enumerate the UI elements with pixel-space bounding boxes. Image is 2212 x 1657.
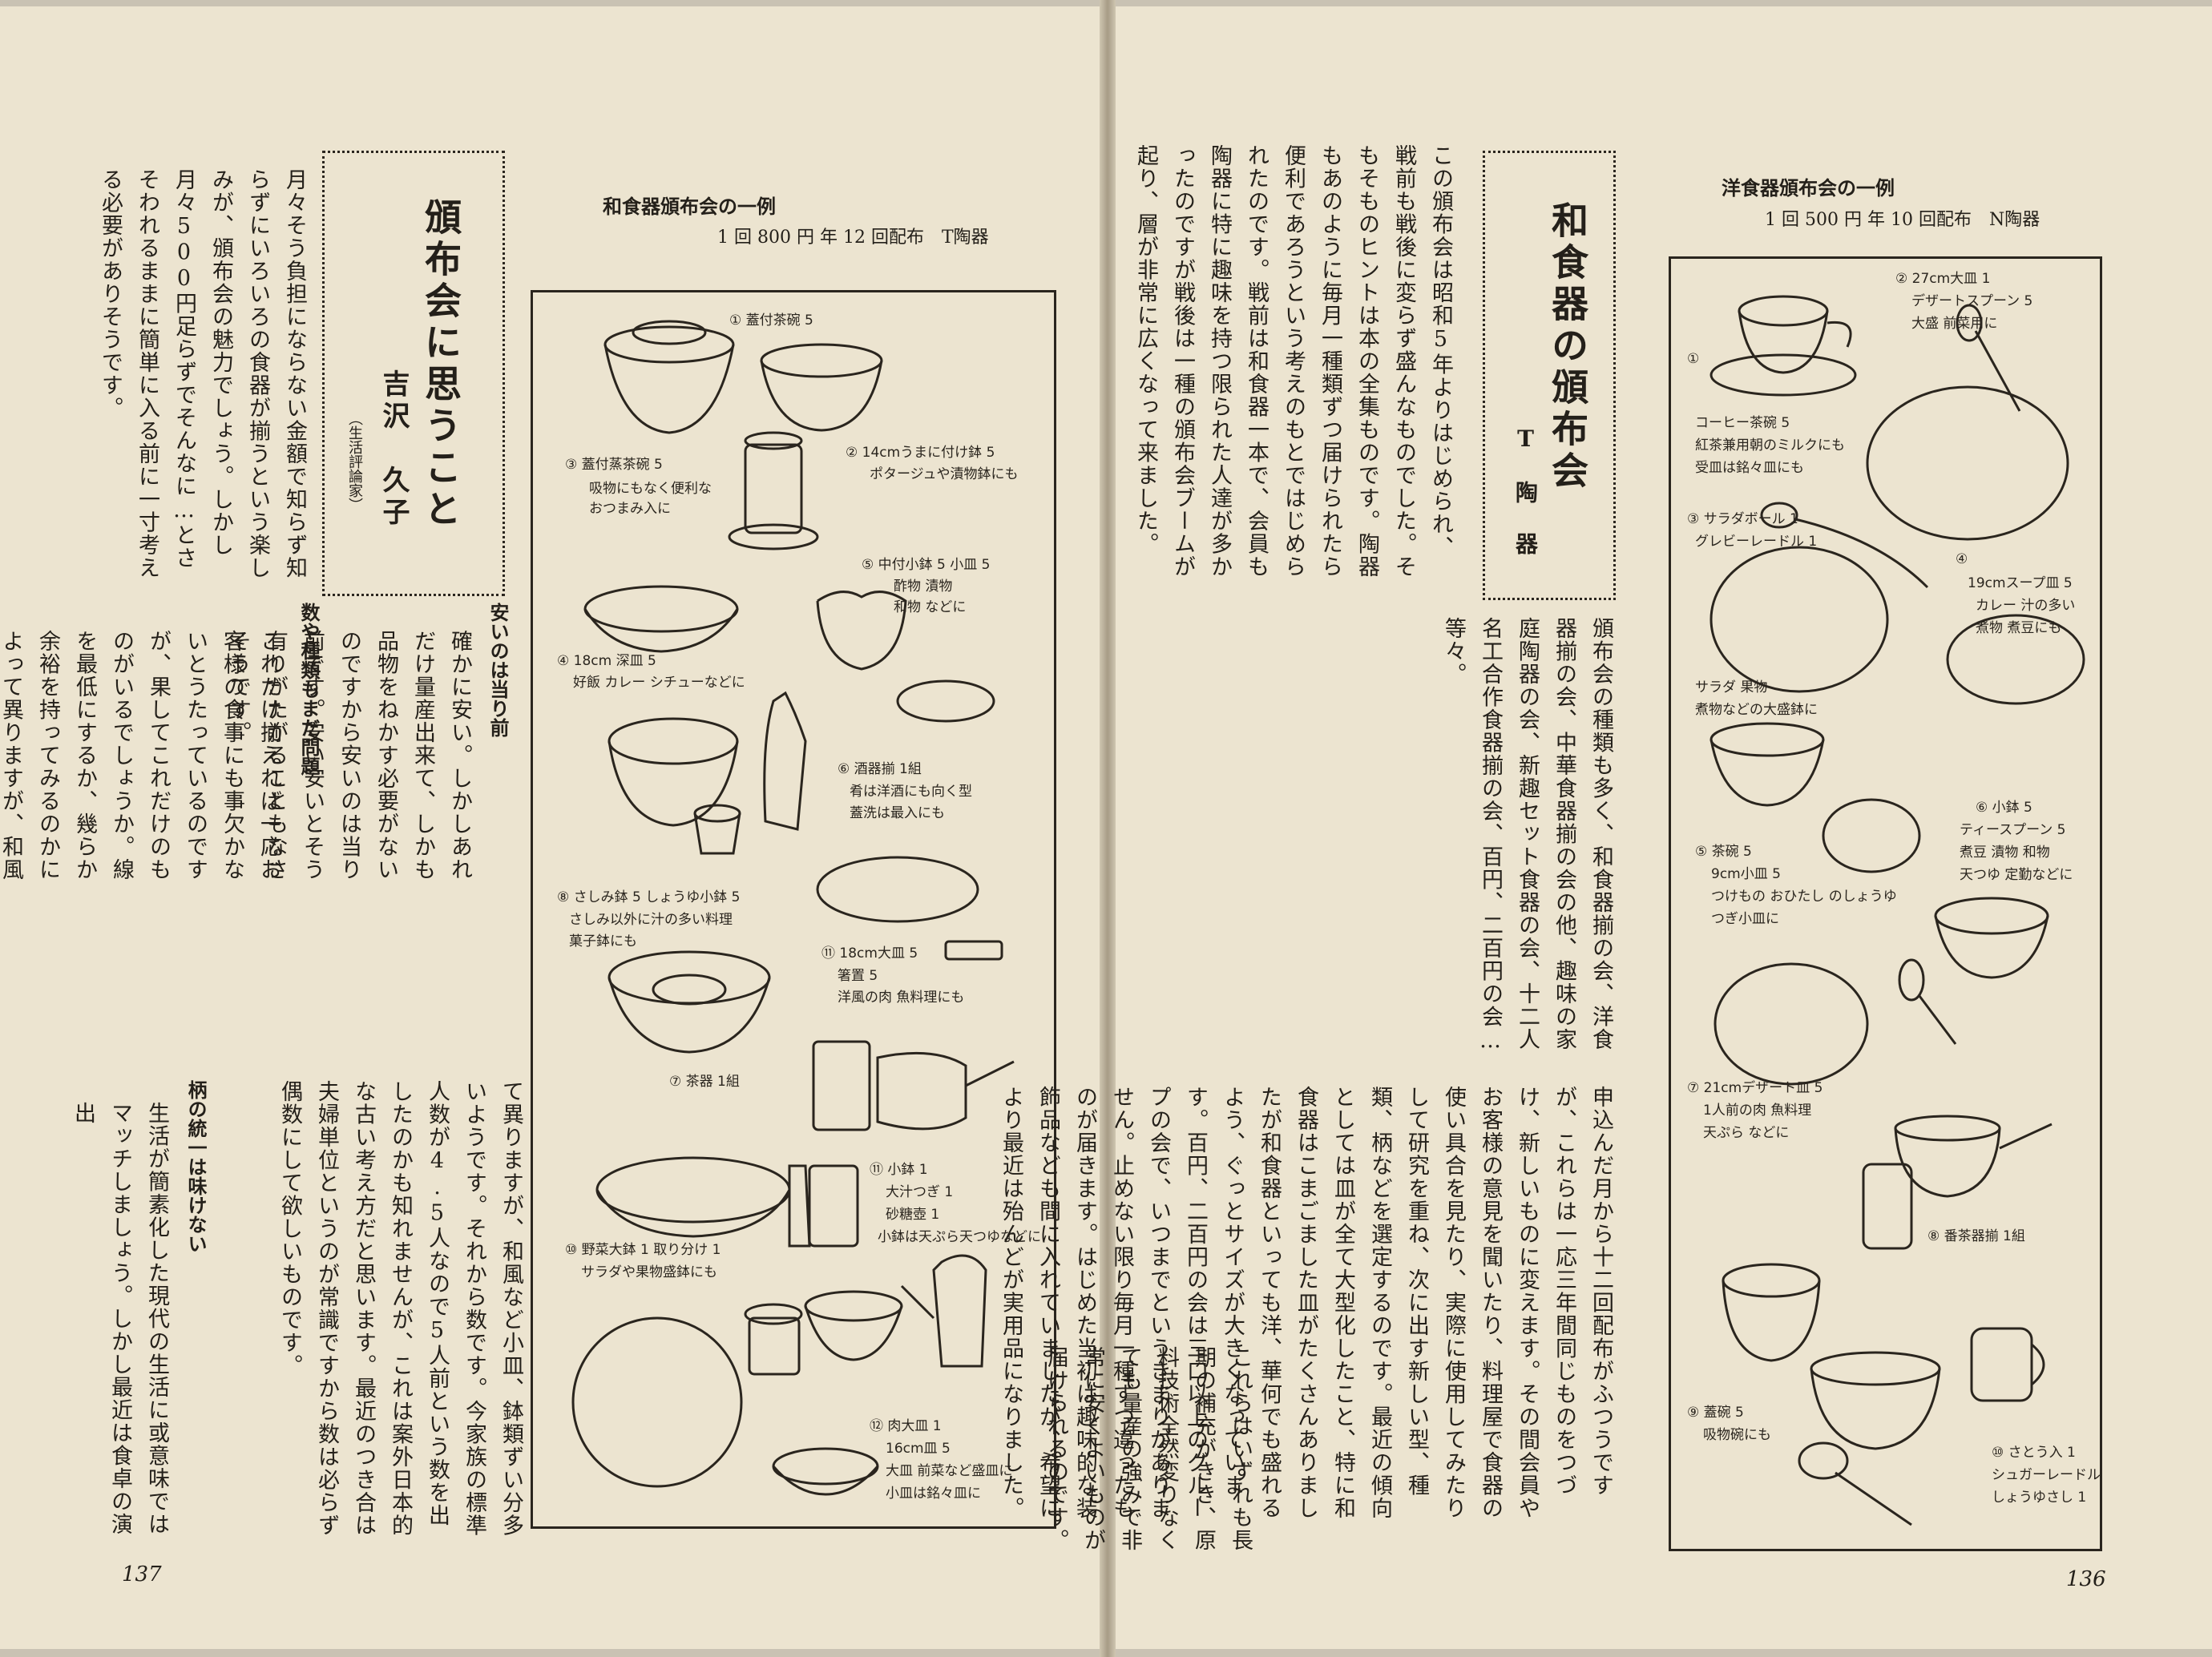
- wa-drawing-labels: ① 蓋付茶碗 5 ③ 蓋付蒸茶碗 5 吸物にもなく便利な おつまみ入に ② 14…: [557, 312, 1041, 1502]
- svg-text:つぎ小皿に: つぎ小皿に: [1711, 911, 1779, 927]
- svg-text:⑦ 茶器 1組: ⑦ 茶器 1組: [669, 1074, 740, 1090]
- svg-text:⑤ 中付小鉢 5 小皿 5: ⑤ 中付小鉢 5 小皿 5: [862, 557, 991, 573]
- svg-text:洋風の肉 魚料理にも: 洋風の肉 魚料理にも: [838, 990, 964, 1006]
- svg-text:1人前の肉 魚料理: 1人前の肉 魚料理: [1703, 1103, 1811, 1119]
- svg-text:大皿 前菜など盛皿に: 大皿 前菜など盛皿に: [886, 1463, 1012, 1479]
- svg-text:煮物 煮豆にも: 煮物 煮豆にも: [1976, 620, 2061, 636]
- left-page: [0, 6, 1103, 1649]
- svg-text:ティースプーン 5: ティースプーン 5: [1960, 822, 2066, 838]
- svg-text:④: ④: [1956, 551, 1968, 567]
- svg-text:さしみ以外に汁の多い料理: さしみ以外に汁の多い料理: [569, 912, 733, 928]
- right-article-p2: 頒布会の種類も多く、和食器揃の会、洋食器揃の会、中華食器揃の会の他、趣味の家庭陶…: [1441, 617, 1613, 1054]
- svg-text:ポタージュや漬物鉢にも: ポタージュや漬物鉢にも: [870, 466, 1018, 482]
- right-title-box: 和食器の頒布会 T 陶 器: [1483, 151, 1616, 600]
- left-sec3-heading: 柄の統一は味けない: [184, 1080, 207, 1253]
- left-article-author: 吉沢 久子: [377, 369, 410, 530]
- svg-text:16cm皿 5: 16cm皿 5: [886, 1441, 951, 1457]
- left-illustration-panel: ① 蓋付茶碗 5 ③ 蓋付蒸茶碗 5 吸物にもなく便利な おつまみ入に ② 14…: [531, 290, 1056, 1529]
- svg-text:⑤ 茶碗 5: ⑤ 茶碗 5: [1695, 844, 1752, 860]
- left-sec1-heading: 安いのは当り前: [486, 603, 509, 737]
- svg-text:② 14cmうまに付け鉢 5: ② 14cmうまに付け鉢 5: [846, 445, 995, 461]
- svg-text:肴は洋酒にも向く型: 肴は洋酒にも向く型: [850, 784, 972, 800]
- svg-text:③ サラダボール 1: ③ サラダボール 1: [1687, 511, 1798, 527]
- left-figure-caption: 和食器頒布会の一例: [603, 196, 776, 218]
- right-article-p1: この頒布会は昭和5年よりはじめられ、戦前も戦後に変らず盛んなものでした。そもそも…: [1133, 144, 1453, 579]
- svg-text:しょうゆさし 1: しょうゆさし 1: [1992, 1490, 2086, 1506]
- svg-text:酢物 漬物: 酢物 漬物: [894, 579, 952, 595]
- book-gutter: [1100, 0, 1116, 1657]
- svg-text:⑧ さしみ鉢 5 しょうゆ小鉢 5: ⑧ さしみ鉢 5 しょうゆ小鉢 5: [557, 889, 741, 905]
- svg-text:カレー 汁の多い: カレー 汁の多い: [1976, 598, 2075, 614]
- svg-text:19cmスープ皿 5: 19cmスープ皿 5: [1968, 575, 2073, 591]
- svg-text:⑪ 18cm大皿 5: ⑪ 18cm大皿 5: [821, 945, 918, 962]
- svg-text:⑩ さとう入 1: ⑩ さとう入 1: [1992, 1445, 2076, 1461]
- right-article-title: 和食器の頒布会: [1546, 201, 1589, 493]
- svg-text:大盛 前菜用に: 大盛 前菜用に: [1911, 316, 1997, 332]
- svg-text:⑪ 小鉢 1: ⑪ 小鉢 1: [870, 1162, 928, 1178]
- svg-text:⑫ 肉大皿 1: ⑫ 肉大皿 1: [870, 1418, 942, 1434]
- yo-drawing-labels: ② 27cm大皿 1 デザートスプーン 5 大盛 前菜用に ① コーヒー茶碗 5…: [1687, 271, 2100, 1506]
- svg-text:コーヒー茶碗 5: コーヒー茶碗 5: [1695, 415, 1790, 431]
- svg-text:吸物にもなく便利な: 吸物にもなく便利な: [589, 481, 712, 497]
- right-article-p4: これらはいずれも長期の補充がきき、原料技術全然変りなくても量産の強みで非常に安く…: [1043, 1346, 1253, 1552]
- svg-text:サラダや果物盛鉢にも: サラダや果物盛鉢にも: [581, 1264, 717, 1280]
- right-figure-subcaption: 1 回 500 円 年 10 回配布 N陶器: [1765, 210, 2040, 230]
- left-article-title: 頒布会に思うこと: [419, 198, 462, 531]
- left-sec1-body: 確かに安い。しかしあれだけ量産出来て、しかも品物をねかす必要がないのですから安い…: [226, 630, 472, 881]
- svg-text:③ 蓋付蒸茶碗 5: ③ 蓋付蒸茶碗 5: [565, 457, 663, 473]
- svg-text:煮豆 漬物 和物: 煮豆 漬物 和物: [1960, 845, 2050, 861]
- svg-text:9cm小皿 5: 9cm小皿 5: [1711, 866, 1781, 882]
- svg-text:① 蓋付茶碗 5: ① 蓋付茶碗 5: [729, 312, 813, 329]
- left-intro-text: 月々そう負担にならない金額で知らず知らずにいろいろの食器が揃うという楽しみが、頒…: [98, 168, 307, 579]
- svg-text:天つゆ 定勤などに: 天つゆ 定勤などに: [1960, 867, 2073, 883]
- svg-text:⑥ 小鉢 5: ⑥ 小鉢 5: [1976, 800, 2032, 816]
- left-sec2-body-a: これだけ揃えれば一応お客様の食事にも事欠かないとうたっているのですが、果してこれ…: [0, 630, 281, 881]
- left-author-role: （生活評論家）: [346, 411, 363, 512]
- svg-text:紅茶兼用朝のミルクにも: 紅茶兼用朝のミルクにも: [1695, 437, 1845, 454]
- svg-text:⑧ 番茶器揃 1組: ⑧ 番茶器揃 1組: [1927, 1228, 2025, 1244]
- svg-text:グレビーレードル 1: グレビーレードル 1: [1695, 534, 1817, 550]
- svg-text:シュガーレードル 1: シュガーレードル 1: [1992, 1467, 2100, 1483]
- svg-text:おつまみ入に: おつまみ入に: [589, 501, 671, 517]
- svg-text:⑩ 野菜大鉢 1 取り分け 1: ⑩ 野菜大鉢 1 取り分け 1: [565, 1242, 721, 1258]
- left-sec2-body-b: て異りますが、和風など小皿、鉢類ずい分多いようです。それから数です。今家族の標準…: [277, 1080, 523, 1537]
- svg-text:⑨ 蓋碗 5: ⑨ 蓋碗 5: [1687, 1405, 1744, 1421]
- svg-text:和物 などに: 和物 などに: [894, 599, 966, 615]
- svg-text:⑦ 21cmデザート皿 5: ⑦ 21cmデザート皿 5: [1687, 1079, 1822, 1096]
- left-sec2-heading: 数や種類もまだ問題: [297, 603, 320, 776]
- svg-text:つけもの おひたし のしょうゆ: つけもの おひたし のしょうゆ: [1711, 889, 1897, 905]
- right-illustration-panel: ② 27cm大皿 1 デザートスプーン 5 大盛 前菜用に ① コーヒー茶碗 5…: [1669, 256, 2102, 1551]
- svg-text:好飯 カレー シチューなどに: 好飯 カレー シチューなどに: [573, 675, 745, 691]
- right-page: [1112, 6, 2212, 1649]
- yo-tableware-drawings: ② 27cm大皿 1 デザートスプーン 5 大盛 前菜用に ① コーヒー茶碗 5…: [1687, 271, 2100, 1526]
- left-title-box: 頒布会に思うこと 吉沢 久子 （生活評論家）: [322, 151, 505, 596]
- svg-text:⑥ 酒器揃 1組: ⑥ 酒器揃 1組: [838, 761, 922, 777]
- svg-text:② 27cm大皿 1: ② 27cm大皿 1: [1895, 271, 1990, 287]
- right-article-p3: 申込んだ月から十二回配布がふつうですが、これらは一応三年間同じものをつづけ、新し…: [999, 1086, 1613, 1520]
- svg-text:吸物碗にも: 吸物碗にも: [1703, 1427, 1771, 1443]
- right-article-author: T 陶 器: [1512, 425, 1539, 558]
- left-sec3-body: 生活が簡素化した現代の生活に或意味ではマッチしましょう。しかし最近は食卓の演出: [71, 1102, 169, 1536]
- svg-text:デザートスプーン 5: デザートスプーン 5: [1911, 292, 2032, 309]
- svg-text:小皿は銘々皿に: 小皿は銘々皿に: [886, 1486, 981, 1502]
- svg-text:煮物などの大盛鉢に: 煮物などの大盛鉢に: [1695, 702, 1818, 718]
- left-page-number: 137: [122, 1562, 162, 1586]
- svg-text:箸置 5: 箸置 5: [838, 968, 878, 984]
- svg-text:受皿は銘々皿にも: 受皿は銘々皿にも: [1695, 460, 1804, 476]
- svg-text:大汁つぎ 1: 大汁つぎ 1: [886, 1184, 953, 1200]
- svg-text:菓子鉢にも: 菓子鉢にも: [569, 933, 637, 949]
- right-page-number: 136: [2066, 1567, 2106, 1591]
- svg-text:小鉢は天ぷら天つゆなどに: 小鉢は天ぷら天つゆなどに: [878, 1229, 1041, 1245]
- svg-text:砂糖壺 1: 砂糖壺 1: [886, 1207, 939, 1223]
- wa-tableware-drawings: ① 蓋付茶碗 5 ③ 蓋付蒸茶碗 5 吸物にもなく便利な おつまみ入に ② 14…: [557, 312, 1041, 1502]
- left-figure-subcaption: 1 回 800 円 年 12 回配布 T陶器: [717, 228, 989, 248]
- svg-text:①: ①: [1687, 351, 1699, 367]
- svg-text:サラダ 果物: サラダ 果物: [1695, 679, 1767, 695]
- svg-text:蓋洗は最入にも: 蓋洗は最入にも: [850, 805, 945, 821]
- svg-text:④ 18cm 深皿 5: ④ 18cm 深皿 5: [557, 653, 656, 669]
- svg-text:天ぷら などに: 天ぷら などに: [1703, 1125, 1789, 1141]
- right-figure-caption: 洋食器頒布会の一例: [1722, 177, 1895, 200]
